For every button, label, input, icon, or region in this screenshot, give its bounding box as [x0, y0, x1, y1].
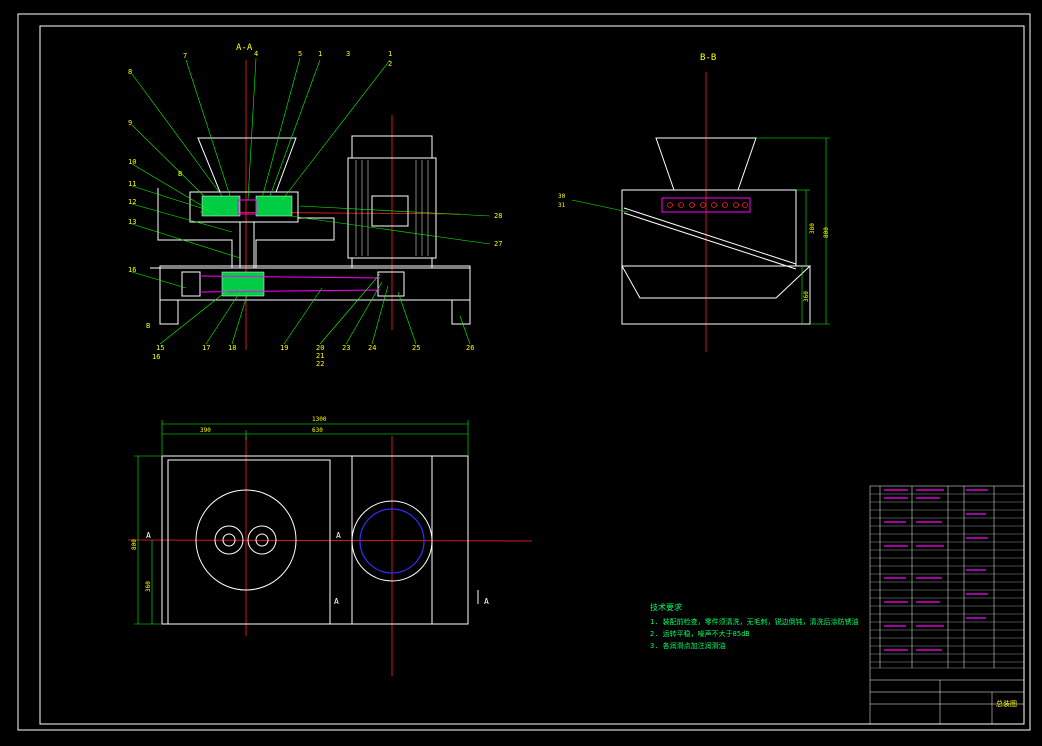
- bb-rotor-band: [661, 197, 751, 213]
- section-bb-view: B-B 30 31 380 800 360: [558, 53, 830, 352]
- callout-left-6: 13: [128, 218, 136, 226]
- belt-top: [199, 275, 381, 279]
- callout-top-4: 1: [318, 50, 322, 58]
- callout-right-2: 27: [494, 240, 502, 248]
- main-shaft: [239, 221, 255, 269]
- callout-bottom-2: 16: [152, 353, 160, 361]
- section-b-mark-bottom: B: [146, 322, 150, 330]
- callout-bottom-7: 21: [316, 352, 324, 360]
- plan-motor-bore: [359, 508, 425, 574]
- title-block-name: 总装图: [996, 699, 1017, 708]
- section-b-mark-top: B: [178, 170, 182, 178]
- plan-dim-390: 390: [200, 427, 211, 434]
- tech-req-item-2: 2. 运转平稳，噪声不大于85dB: [650, 629, 750, 638]
- callout-left-4: 11: [128, 180, 136, 188]
- plan-motor-flange: [351, 500, 433, 582]
- plan-dim-1300: 1300: [312, 416, 327, 423]
- callout-left-7: 16: [128, 266, 136, 274]
- section-bb-title: B-B: [700, 53, 716, 63]
- section-aa-title: A-A: [236, 43, 253, 53]
- plan-rotor-right: [247, 525, 277, 555]
- plan-mark-a-mid: A: [336, 531, 341, 540]
- callout-left-2: 9: [128, 119, 132, 127]
- plan-rotor-left-inner: [222, 533, 236, 547]
- base-frame: [159, 265, 471, 301]
- bb-dimensions: [756, 137, 830, 325]
- plan-mark-a-right: A: [484, 597, 489, 606]
- callout-left-5: 12: [128, 198, 136, 206]
- tech-requirements: 技术要求 1. 装配前检查，零件须清洗，无毛刺，锐边倒钝，清洗后涂防锈油 2. …: [650, 602, 859, 650]
- bb-chamber: [621, 189, 797, 267]
- callout-bottom-9: 23: [342, 344, 350, 352]
- callout-top-6: 1: [388, 50, 392, 58]
- bb-callout-31: 31: [558, 202, 566, 209]
- callout-right-1: 28: [494, 212, 502, 220]
- callout-bottom-4: 18: [228, 344, 236, 352]
- plan-dimensions: [134, 420, 469, 625]
- bb-hammers: [667, 202, 748, 208]
- plan-mill-base: [167, 459, 331, 625]
- mill-frame-right: [255, 217, 335, 268]
- tech-req-item-1: 1. 装配前检查，零件须清洗，无毛刺，锐边倒钝，清洗后涂防锈油: [650, 617, 859, 626]
- pulley-hub: [221, 271, 265, 297]
- aa-centerline-shaft: [199, 211, 461, 215]
- callout-top-2: 4: [254, 50, 258, 58]
- belt-bottom: [199, 289, 381, 293]
- plan-dim-360: 360: [145, 581, 152, 592]
- inner-frame: [39, 25, 1025, 725]
- bb-dim-380: 380: [809, 223, 816, 234]
- callout-left-3: 10: [128, 158, 136, 166]
- bb-base: [621, 265, 811, 325]
- plan-view: 1300 390 630 800 360 A A A A: [127, 416, 533, 676]
- callout-bottom-12: 26: [466, 344, 474, 352]
- callout-top-7: 2: [388, 60, 392, 68]
- callout-bottom-11: 25: [412, 344, 420, 352]
- callout-bottom-5: 19: [280, 344, 288, 352]
- base-leg-right: [451, 299, 471, 325]
- terminal-box: [371, 195, 409, 227]
- mill-frame: [157, 188, 233, 268]
- parts-list: [869, 485, 1025, 725]
- rotor-hub: [237, 199, 257, 215]
- rotor-left: [201, 195, 241, 217]
- bb-dim-800: 800: [823, 227, 830, 238]
- callout-bottom-3: 17: [202, 344, 210, 352]
- plan-rotor-right-inner: [255, 533, 269, 547]
- section-aa-view: A-A: [128, 43, 502, 368]
- bb-callout-30: 30: [558, 193, 566, 200]
- plan-dim-800: 800: [131, 539, 138, 550]
- motor-feet: [351, 257, 433, 269]
- callout-bottom-1: 15: [156, 344, 164, 352]
- callout-top-3: 5: [298, 50, 302, 58]
- rotor-right: [255, 195, 293, 217]
- callout-top-1: 7: [183, 52, 187, 60]
- callout-bottom-6: 20: [316, 344, 324, 352]
- tech-req-title: 技术要求: [650, 602, 682, 612]
- pulley-left: [181, 271, 201, 297]
- plan-mill-housing: [195, 489, 297, 591]
- base-leg-left: [159, 299, 179, 325]
- plan-rotor-left: [214, 525, 244, 555]
- outer-frame: [17, 13, 1031, 731]
- bb-chute-2: [623, 212, 797, 270]
- callout-top-5: 3: [346, 50, 350, 58]
- tech-req-item-3: 3. 各润滑点加注润滑油: [650, 641, 726, 650]
- aa-leaders: [131, 57, 491, 345]
- plan-mark-a-lower: A: [334, 597, 339, 606]
- bb-dim-360: 360: [803, 291, 810, 302]
- bb-leader: [571, 199, 629, 213]
- parts-list-entries: [884, 489, 988, 651]
- bb-chute-1: [623, 207, 797, 265]
- plan-dim-630: 630: [312, 427, 323, 434]
- pulley-right: [377, 271, 405, 297]
- callout-bottom-8: 22: [316, 360, 324, 368]
- callout-left-1: 8: [128, 68, 132, 76]
- motor-fins: [355, 160, 429, 256]
- bb-base-trapezoid: [621, 265, 812, 299]
- callout-bottom-10: 24: [368, 344, 376, 352]
- title-block: [870, 679, 1024, 724]
- plan-mark-a-left: A: [146, 531, 151, 540]
